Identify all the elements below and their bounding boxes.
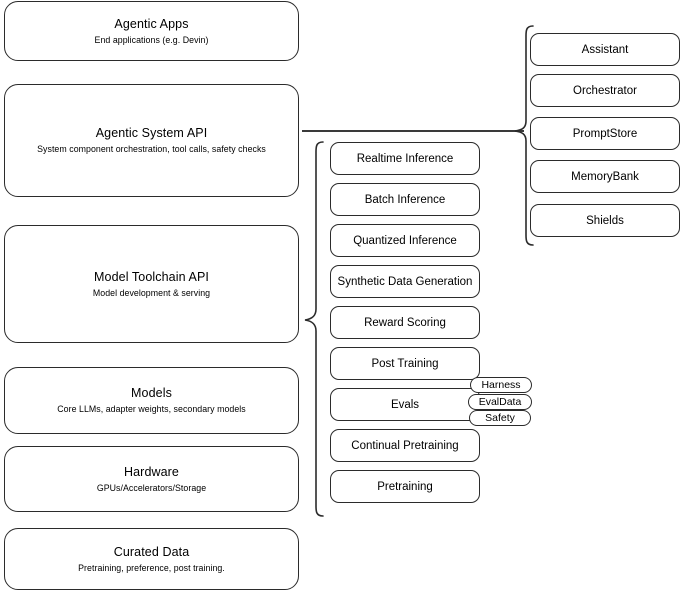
stack-layer-curated-data[interactable]: Curated Data Pretraining, preference, po… [4, 528, 299, 590]
capability-label-quantized-inference: Quantized Inference [353, 234, 457, 247]
capability-reward-scoring[interactable]: Reward Scoring [330, 306, 480, 339]
stack-layer-agentic-apps[interactable]: Agentic Apps End applications (e.g. Devi… [4, 1, 299, 61]
system-component-promptstore[interactable]: PromptStore [530, 117, 680, 150]
layer-title-model-toolchain-api: Model Toolchain API [94, 269, 209, 284]
layer-title-hardware: Hardware [124, 464, 179, 479]
layer-subtitle-models: Core LLMs, adapter weights, secondary mo… [57, 404, 246, 414]
layer-subtitle-agentic-apps: End applications (e.g. Devin) [94, 34, 209, 45]
system-component-label-shields: Shields [586, 214, 624, 227]
capability-label-pretraining: Pretraining [377, 480, 433, 493]
evals-subcomponent-label-safety: Safety [485, 412, 515, 424]
stack-layer-models[interactable]: Models Core LLMs, adapter weights, secon… [4, 367, 299, 434]
layer-title-models: Models [131, 386, 172, 400]
capability-label-continual-pretraining: Continual Pretraining [351, 439, 459, 452]
capability-realtime-inference[interactable]: Realtime Inference [330, 142, 480, 175]
system-component-label-memorybank: MemoryBank [571, 170, 639, 183]
capability-quantized-inference[interactable]: Quantized Inference [330, 224, 480, 257]
system-component-orchestrator[interactable]: Orchestrator [530, 74, 680, 107]
capability-evals[interactable]: Evals [330, 388, 480, 421]
layer-subtitle-hardware: GPUs/Accelerators/Storage [96, 482, 207, 493]
capability-batch-inference[interactable]: Batch Inference [330, 183, 480, 216]
capability-synthetic-data-generation[interactable]: Synthetic Data Generation [330, 265, 480, 298]
stack-layer-hardware[interactable]: Hardware GPUs/Accelerators/Storage [4, 446, 299, 512]
system-component-shields[interactable]: Shields [530, 204, 680, 237]
layer-title-agentic-apps: Agentic Apps [114, 16, 189, 31]
capability-label-batch-inference: Batch Inference [364, 193, 446, 206]
capability-post-training[interactable]: Post Training [330, 347, 480, 380]
capability-label-realtime-inference: Realtime Inference [356, 152, 454, 165]
stack-layer-model-toolchain-api[interactable]: Model Toolchain API Model development & … [4, 225, 299, 343]
brace-toolchain-capabilities [303, 141, 325, 517]
capability-label-post-training: Post Training [371, 357, 439, 370]
system-component-label-assistant: Assistant [581, 43, 629, 56]
evals-subcomponent-harness[interactable]: Harness [470, 377, 532, 393]
capability-label-reward-scoring: Reward Scoring [364, 316, 446, 329]
layer-subtitle-agentic-system-api: System component orchestration, tool cal… [37, 144, 266, 154]
capability-label-synthetic-data-generation: Synthetic Data Generation [337, 275, 473, 288]
layer-subtitle-model-toolchain-api: Model development & serving [92, 287, 211, 298]
capability-label-evals: Evals [390, 398, 420, 411]
evals-subcomponent-label-evaldata: EvalData [478, 396, 522, 408]
system-component-assistant[interactable]: Assistant [530, 33, 680, 66]
layer-subtitle-curated-data: Pretraining, preference, post training. [78, 562, 225, 573]
system-component-label-promptstore: PromptStore [572, 127, 638, 140]
system-component-label-orchestrator: Orchestrator [573, 84, 637, 97]
system-component-memorybank[interactable]: MemoryBank [530, 160, 680, 193]
capability-pretraining[interactable]: Pretraining [330, 470, 480, 503]
evals-subcomponent-evaldata[interactable]: EvalData [468, 394, 532, 410]
evals-subcomponent-label-harness: Harness [481, 379, 521, 391]
stack-layer-agentic-system-api[interactable]: Agentic System API System component orch… [4, 84, 299, 197]
layer-title-curated-data: Curated Data [113, 544, 190, 559]
connector-system-api-to-components [302, 130, 524, 132]
capability-continual-pretraining[interactable]: Continual Pretraining [330, 429, 480, 462]
layer-title-agentic-system-api: Agentic System API [95, 126, 208, 140]
evals-subcomponent-safety[interactable]: Safety [469, 410, 531, 426]
